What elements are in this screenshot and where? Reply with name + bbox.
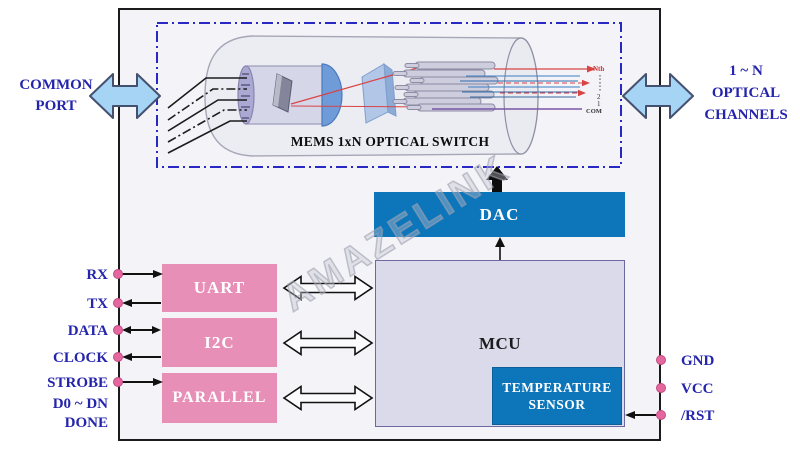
i2c-block: I2C: [162, 318, 277, 367]
data-pin-dot: [113, 325, 123, 335]
channel-index-scale: Nth 2 1 COM: [586, 65, 604, 115]
gnd-pin-dot: [656, 355, 666, 365]
parallel-mcu-arrow: [282, 384, 374, 412]
pin-label-d0-dn: D0 ~ DN: [52, 396, 108, 412]
channel-label-com: COM: [586, 108, 602, 115]
channel-label-nth: Nth: [593, 65, 604, 73]
i2c-mcu-arrow: [282, 329, 374, 357]
left-pin-arrowheads: [122, 270, 163, 386]
output-fiber-array: [392, 61, 499, 112]
common-port-arrow: [89, 73, 161, 119]
vcc-pin-dot: [656, 383, 666, 393]
dac-to-switch-arrow: [486, 166, 508, 192]
fiber-end-ticks: [241, 73, 250, 119]
left-pin-arrows: [122, 273, 161, 383]
uart-label: UART: [193, 278, 246, 297]
optical-switch-title: MEMS 1xN OPTICAL SWITCH: [290, 134, 490, 149]
pin-label-vcc: VCC: [681, 381, 714, 397]
input-fiber-pigtails: [167, 77, 247, 154]
strobe-pin-dot: [113, 377, 123, 387]
dac-block: DAC: [374, 192, 625, 237]
common-port-label-line1: COMMON: [19, 77, 93, 93]
mems-mirror: [272, 73, 293, 113]
optical-channels-label-line3: CHANNELS: [704, 107, 788, 123]
rx-pin-dot: [113, 269, 123, 279]
tx-pin-dot: [113, 298, 123, 308]
common-port-label: COMMON PORT: [8, 75, 104, 117]
fiber-array-face: [237, 65, 255, 125]
pin-label-data: DATA: [67, 323, 108, 339]
pin-label-clock: CLOCK: [52, 350, 108, 366]
pin-label-rx: RX: [86, 267, 108, 283]
output-channel-lines: [432, 65, 596, 110]
temperature-sensor-block: TEMPERATURE SENSOR: [492, 367, 622, 425]
pin-dots: [113, 269, 666, 420]
channel-label-2: 2: [597, 93, 601, 101]
temp-sensor-label-line2: SENSOR: [528, 397, 586, 412]
channel-label-1: 1: [597, 100, 601, 108]
parallel-label: PARALLEL: [172, 389, 267, 406]
optical-channels-label-line1: 1 ~ N: [729, 63, 763, 79]
optical-channels-label: 1 ~ N OPTICAL CHANNELS: [694, 60, 798, 126]
housing-end-cap-ellipse: [503, 37, 539, 155]
mcu-to-dac-arrow: [495, 237, 505, 260]
uart-mcu-arrow: [282, 274, 374, 302]
optical-channels-arrow: [622, 73, 694, 119]
pin-label-strobe: STROBE: [47, 375, 108, 391]
temp-sensor-label-line1: TEMPERATURE: [502, 380, 612, 395]
i2c-label: I2C: [204, 332, 235, 352]
pin-label-tx: TX: [87, 296, 108, 312]
clock-pin-dot: [113, 352, 123, 362]
optical-channels-label-line2: OPTICAL: [711, 85, 781, 101]
interface-bus-arrows: [282, 274, 374, 412]
pin-label-gnd: GND: [681, 353, 715, 369]
parallel-block: PARALLEL: [162, 373, 277, 423]
pin-label-rst: /RST: [681, 408, 715, 424]
collimating-lens: [321, 63, 343, 127]
mcu-label: MCU: [478, 333, 522, 353]
rst-arrow: [625, 411, 656, 419]
dac-label: DAC: [479, 204, 520, 224]
pin-label-done: DONE: [64, 415, 108, 431]
uart-block: UART: [162, 264, 277, 312]
rst-pin-dot: [656, 410, 666, 420]
common-port-label-line2: PORT: [35, 98, 77, 114]
